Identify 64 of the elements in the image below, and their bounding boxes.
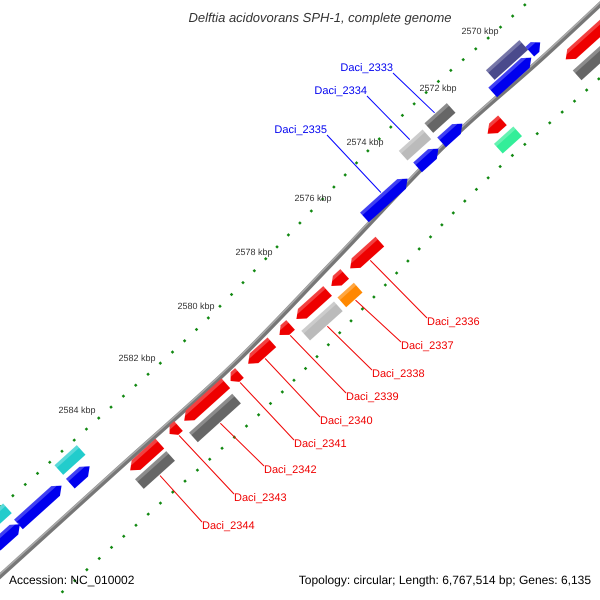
leader-line bbox=[290, 334, 346, 394]
gene-block bbox=[135, 451, 175, 489]
leader-line bbox=[366, 96, 410, 140]
gene-marker bbox=[413, 146, 438, 172]
gene-marker bbox=[360, 176, 408, 222]
gene-marker bbox=[246, 337, 276, 364]
scale-label: 2574 kbp bbox=[346, 137, 384, 148]
accession-note: Accession: NC_010002 bbox=[9, 573, 134, 587]
gene-block bbox=[189, 394, 241, 442]
leader-line bbox=[220, 422, 264, 466]
gene-block bbox=[54, 445, 86, 475]
gene-marker bbox=[14, 483, 62, 530]
gene-label: Daci_2343 bbox=[234, 492, 287, 505]
gene-block bbox=[424, 103, 456, 133]
gene-label: Daci_2342 bbox=[264, 464, 317, 477]
gene-marker bbox=[348, 236, 384, 268]
gene-marker bbox=[329, 269, 350, 286]
leader-line bbox=[240, 382, 294, 440]
scale-label: 2582 kbp bbox=[118, 353, 156, 364]
scale-label: 2576 kbp bbox=[294, 193, 332, 204]
gene-label: Daci_2334 bbox=[314, 85, 367, 98]
gene-block bbox=[301, 301, 343, 341]
gene-block bbox=[494, 126, 522, 154]
gene-marker bbox=[488, 55, 532, 98]
gene-label: Daci_2340 bbox=[320, 415, 373, 428]
leader-line bbox=[370, 260, 428, 318]
gene-marker bbox=[437, 121, 462, 148]
gene-label: Daci_2339 bbox=[346, 391, 399, 404]
leader-line bbox=[160, 475, 202, 522]
gene-marker bbox=[128, 438, 164, 470]
genome-info-note: Topology: circular; Length: 6,767,514 bp; Genes: 6,135 bbox=[298, 573, 591, 587]
gene-marker bbox=[525, 40, 540, 57]
gene-block bbox=[486, 40, 528, 80]
gene-marker bbox=[182, 378, 230, 421]
gene-marker bbox=[168, 421, 183, 435]
gene-label: Daci_2337 bbox=[401, 340, 454, 353]
scale-label: 2572 kbp bbox=[419, 83, 457, 94]
gene-label: Daci_2341 bbox=[294, 438, 347, 451]
gene-marker bbox=[564, 20, 600, 60]
leader-line bbox=[264, 358, 320, 418]
leader-line bbox=[326, 326, 372, 370]
leader-line bbox=[178, 434, 234, 494]
gene-marker bbox=[277, 320, 295, 336]
gene-block bbox=[398, 129, 432, 161]
leader-line bbox=[355, 300, 402, 342]
scale-label: 2578 kbp bbox=[235, 247, 273, 258]
gene-marker bbox=[486, 115, 507, 134]
scale-label: 2580 kbp bbox=[177, 301, 215, 312]
leader-line bbox=[392, 72, 436, 114]
gene-block bbox=[337, 282, 363, 308]
scale-label: 2584 kbp bbox=[58, 405, 96, 416]
gene-block bbox=[572, 44, 600, 80]
gene-label: Daci_2333 bbox=[340, 62, 393, 75]
scale-label: 2570 kbp bbox=[461, 26, 499, 37]
gene-marker bbox=[294, 286, 332, 320]
gene-label: Daci_2336 bbox=[427, 316, 480, 329]
gene-marker bbox=[66, 464, 90, 489]
gene-label: Daci_2338 bbox=[372, 368, 425, 381]
title: Delftia acidovorans SPH-1, complete genome bbox=[187, 10, 453, 25]
leader-line bbox=[326, 134, 382, 194]
gene-label: Daci_2335 bbox=[274, 124, 327, 137]
gene-marker bbox=[0, 522, 20, 551]
gene-label: Daci_2344 bbox=[202, 520, 255, 533]
gene-marker bbox=[228, 368, 244, 382]
